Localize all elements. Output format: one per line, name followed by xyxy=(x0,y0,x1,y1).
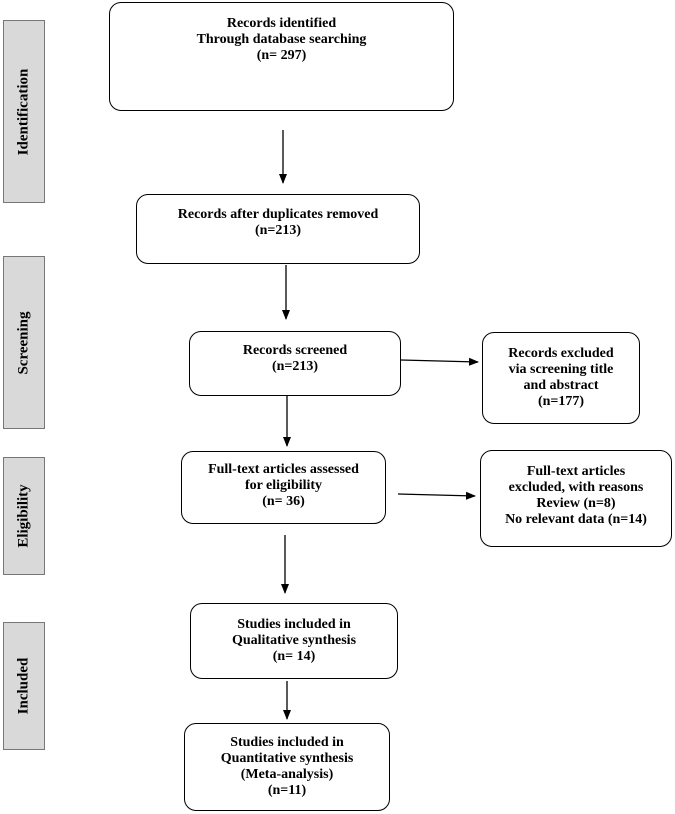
box-records-screened: Records screened (n=213) xyxy=(189,331,401,396)
box-fulltext-excluded-reason-review: Review (n=8) xyxy=(536,496,616,511)
arrow-fulltext-to-excluded xyxy=(397,491,476,500)
box-records-screened-line1: Records screened xyxy=(242,343,348,358)
box-qualitative-synthesis: Studies included in Qualitative synthesi… xyxy=(190,603,398,679)
arrow-screened-to-excluded xyxy=(400,357,479,366)
box-records-identified-count: (n= 297) xyxy=(256,48,307,63)
box-fulltext-excluded-reason-nodata: No relevant data (n=14) xyxy=(505,512,647,527)
box-quantitative-line1: Studies included in xyxy=(230,735,344,750)
box-qualitative-count: (n= 14) xyxy=(272,649,316,664)
box-records-excluded-line1: Records excluded xyxy=(508,346,614,361)
box-qualitative-line1: Studies included in xyxy=(237,617,351,632)
stage-included: Included xyxy=(3,622,45,750)
box-records-excluded-count: (n=177) xyxy=(537,394,585,409)
box-quantitative-synthesis: Studies included in Quantitative synthes… xyxy=(184,723,390,811)
box-fulltext-excluded: Full-text articles excluded, with reason… xyxy=(480,450,672,547)
box-fulltext-excluded-line2: excluded, with reasons xyxy=(508,480,644,495)
stage-identification: Identification xyxy=(3,20,45,203)
box-records-deduplicated-count: (n=213) xyxy=(254,223,302,238)
box-quantitative-line3: (Meta-analysis) xyxy=(240,767,334,782)
stage-eligibility: Eligibility xyxy=(3,457,45,575)
box-qualitative-line2: Qualitative synthesis xyxy=(231,633,357,648)
box-fulltext-assessed-line1: Full-text articles assessed xyxy=(208,462,359,477)
box-fulltext-assessed-line2: for eligibility xyxy=(244,478,323,493)
box-records-screened-count: (n=213) xyxy=(271,359,319,374)
stage-screening: Screening xyxy=(3,256,45,429)
box-records-identified-line1: Records identified xyxy=(226,16,337,31)
box-fulltext-assessed: Full-text articles assessed for eligibil… xyxy=(181,451,386,524)
box-fulltext-assessed-count: (n= 36) xyxy=(262,494,305,509)
box-records-excluded-screening: Records excluded via screening title and… xyxy=(482,332,640,424)
box-records-excluded-line3: and abstract xyxy=(523,378,599,393)
box-records-identified-line2: Through database searching xyxy=(196,32,367,47)
box-records-deduplicated: Records after duplicates removed (n=213) xyxy=(136,194,420,264)
box-quantitative-count: (n=11) xyxy=(267,783,307,798)
box-records-deduplicated-line1: Records after duplicates removed xyxy=(177,207,379,222)
box-records-excluded-line2: via screening title xyxy=(508,362,614,377)
box-records-identified: Records identified Through database sear… xyxy=(109,2,454,111)
box-quantitative-line2: Quantitative synthesis xyxy=(220,751,354,766)
box-fulltext-excluded-line1: Full-text articles xyxy=(526,464,626,479)
